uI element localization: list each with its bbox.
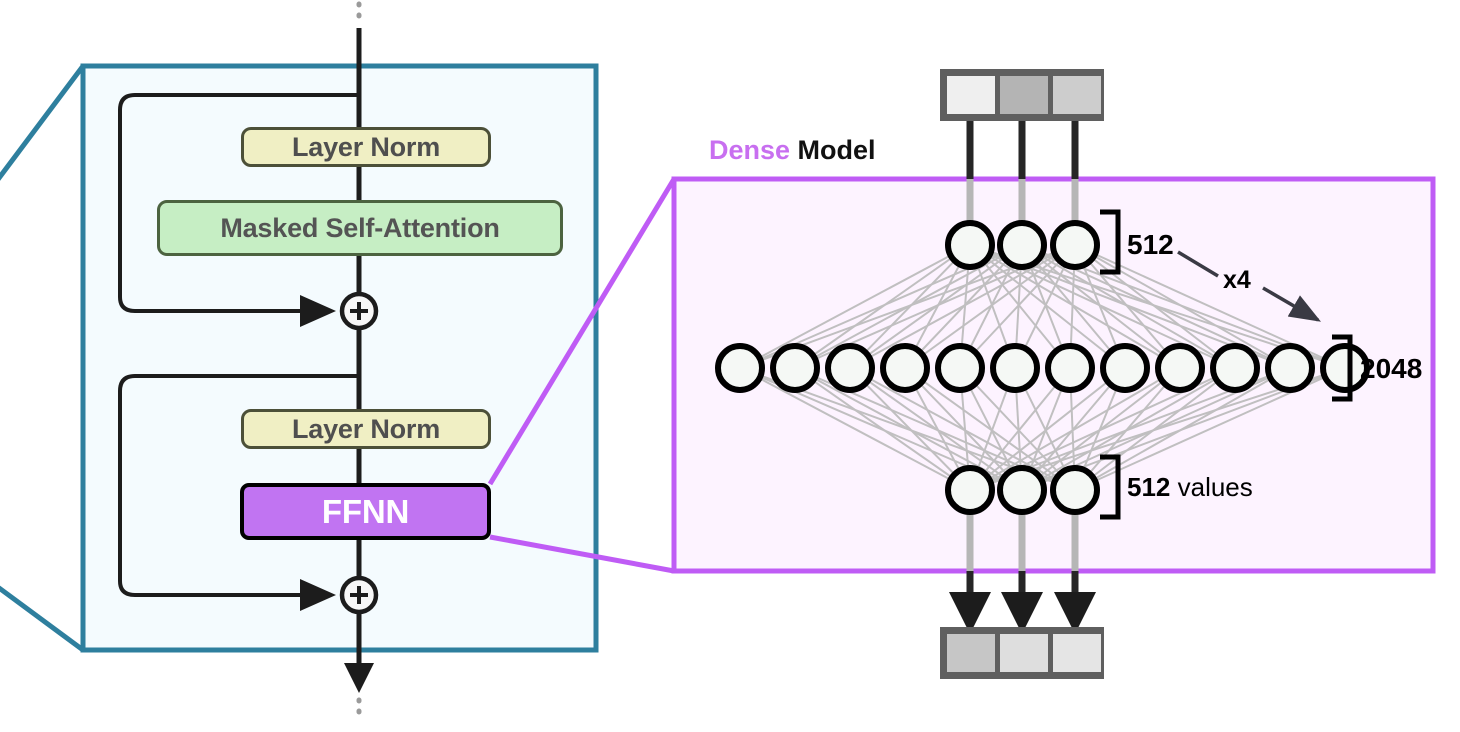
output-feed-lines	[949, 511, 1096, 634]
output-width-value: 512	[1127, 472, 1171, 502]
layer-norm-2-label: Layer Norm	[291, 413, 441, 444]
bracket-input-512	[1100, 209, 1121, 275]
masked-self-attention-label: Masked Self-Attention	[220, 212, 500, 243]
masked-self-attention-box[interactable]: Masked Self-Attention	[157, 200, 563, 256]
layer-norm-1-box[interactable]: Layer Norm	[241, 127, 491, 167]
hidden-width-value: 2048	[1360, 353, 1423, 384]
teal-zoom-connectors	[0, 64, 85, 653]
input-width-annotation: 512	[1127, 231, 1174, 259]
input-cell-2	[1053, 76, 1101, 114]
input-token-vector	[940, 69, 1104, 121]
layer-norm-1-label: Layer Norm	[291, 131, 441, 162]
bracket-output-512	[1100, 454, 1121, 520]
residual-skip-connection-2	[118, 374, 359, 611]
output-cell-0	[947, 634, 995, 672]
residual-skip-connection-1	[118, 93, 359, 327]
output-width-unit: values	[1170, 472, 1253, 502]
hidden-width-annotation: 2048	[1360, 355, 1422, 383]
bracket-hidden-2048	[1332, 334, 1353, 402]
hidden-layer-neurons	[715, 343, 1370, 393]
dense-model-title-accent: Dense	[709, 135, 791, 165]
dense-model-title-rest: Model	[790, 135, 876, 165]
purple-zoom-connectors	[487, 177, 677, 574]
output-cell-1	[1000, 634, 1048, 672]
output-token-vector	[940, 627, 1104, 679]
output-cell-2	[1053, 634, 1101, 672]
input-feed-lines	[966, 117, 1079, 224]
repeat-x4-arrow	[1177, 250, 1322, 322]
ffnn-label: FFNN	[321, 492, 410, 530]
repeat-factor-annotation: x4	[1223, 268, 1251, 293]
repeat-factor-value: x4	[1223, 266, 1251, 294]
ffnn-box[interactable]: FFNN	[240, 483, 491, 540]
output-layer-neurons	[945, 465, 1100, 515]
layer-norm-2-box[interactable]: Layer Norm	[241, 409, 491, 449]
output-width-annotation: 512 values	[1127, 474, 1253, 500]
residual-add-node-1	[339, 291, 379, 331]
dense-model-title: Dense Model	[709, 137, 876, 164]
input-cell-1	[1000, 76, 1048, 114]
input-layer-neurons	[945, 220, 1100, 270]
residual-add-node-2	[339, 575, 379, 615]
input-width-value: 512	[1127, 229, 1174, 260]
input-cell-0	[947, 76, 995, 114]
